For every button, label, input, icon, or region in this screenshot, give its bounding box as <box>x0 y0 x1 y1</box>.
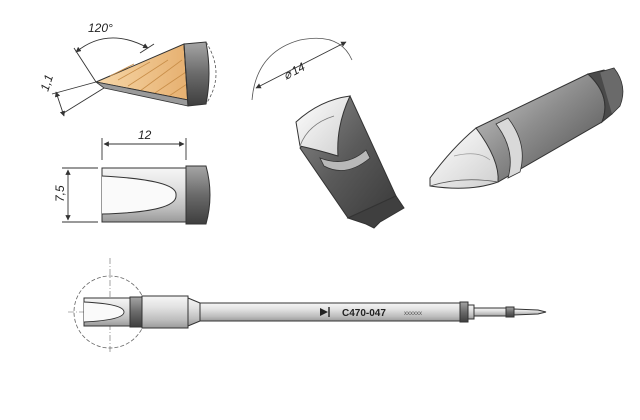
right-silver-blade <box>429 127 499 189</box>
part-number: C470-047 <box>342 308 386 319</box>
serial-number: xxxxxx <box>404 311 422 317</box>
cartridge-ring-1 <box>459 301 469 323</box>
tip-angle-dashed-outline <box>205 41 217 105</box>
length-label: 12 <box>138 128 152 142</box>
tip-hatching <box>109 59 188 99</box>
diameter-label: ⌀14 <box>281 60 308 83</box>
orientation-arrow-icon <box>320 308 328 316</box>
cartridge-rod-collar <box>505 306 515 318</box>
tip-3d-view-right <box>429 67 624 189</box>
cartridge-full-view: C470-047 xxxxxx <box>68 258 547 352</box>
tip-side-view: 12 7,5 <box>53 128 211 225</box>
cartridge-sleeve <box>141 295 189 329</box>
right-collar <box>495 117 523 179</box>
center-silver-face <box>295 95 351 157</box>
side-scoop-curve <box>101 175 177 215</box>
side-body-cap <box>185 165 211 225</box>
width-label: 7,5 <box>53 185 67 202</box>
cartridge-rod <box>473 307 507 317</box>
cartridge-pin-tip <box>513 308 547 316</box>
center-rear-end <box>346 195 405 229</box>
chamfer-label: 1,1 <box>38 73 56 93</box>
center-collar <box>319 149 371 171</box>
tip-angle-view: 120° 1,1 <box>38 21 217 117</box>
tip-3d-view-center: ⌀14 <box>251 37 405 229</box>
cartridge-taper <box>187 297 201 327</box>
cartridge-ring-2 <box>467 304 475 320</box>
angle-label: 120° <box>88 21 113 35</box>
cartridge-collar <box>129 296 143 328</box>
